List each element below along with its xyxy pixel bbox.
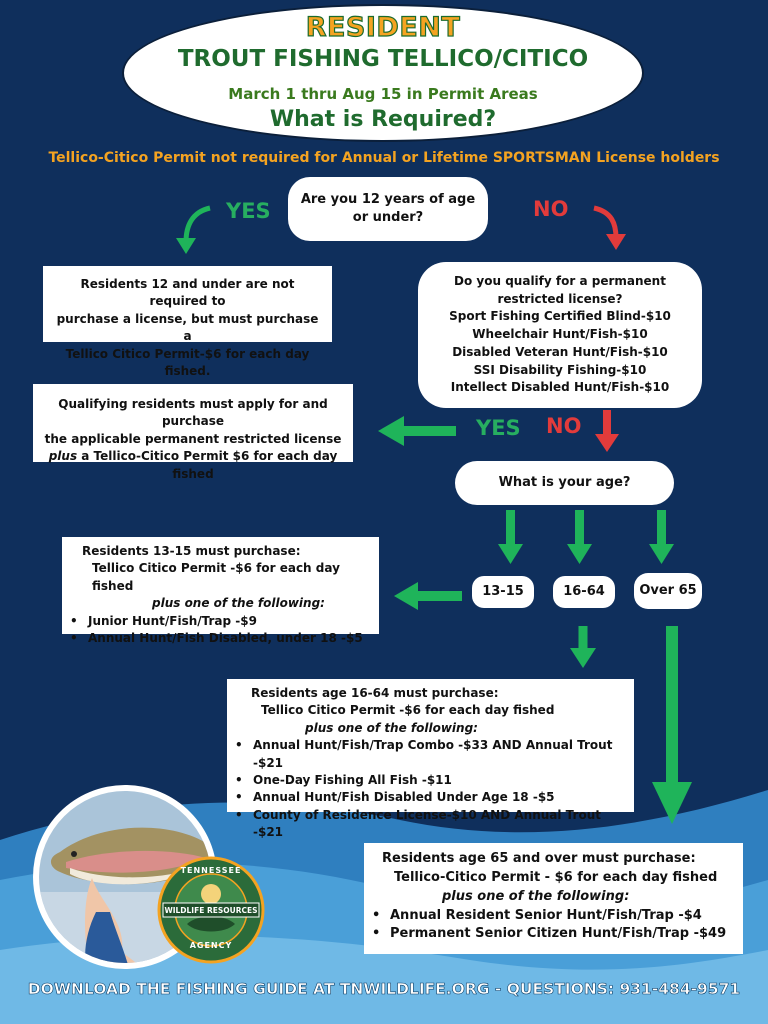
box-65-plus: plus one of the following: [442,888,630,904]
list-item: County of Residence License-$10 AND Annu… [231,807,630,842]
list-item: Annual Hunt/Fish/Trap Combo -$33 AND Ann… [231,737,630,772]
list-item: Permanent Senior Citizen Hunt/Fish/Trap … [368,925,739,944]
header-oval: RESIDENT TROUT FISHING TELLICO/CITICO Ma… [122,4,644,142]
yes-curved-arrow-icon [176,205,211,254]
list-item: Annual Hunt/Fish Disabled Under Age 18 -… [231,789,630,807]
restricted-item: Wheelchair Hunt/Fish-$10 [472,327,648,342]
qualifying-line2: the applicable permanent restricted lice… [44,431,342,446]
twra-logo-icon [157,856,265,964]
yes-left-arrow-icon [378,416,456,446]
box-16-64-list: Annual Hunt/Fish/Trap Combo -$33 AND Ann… [231,737,630,841]
yes-label-1: YES [226,199,271,223]
box-16-64-permit: Tellico Citico Permit -$6 for each day f… [261,703,555,718]
restricted-q-line2: restricted license? [497,291,623,306]
twra-logo-middle: WILDLIFE RESOURCES [164,906,258,915]
question-age: What is your age? [455,461,674,505]
header-required: What is Required? [269,107,497,132]
question-age-12-line2: or under? [352,210,424,225]
header-dates: March 1 thru Aug 15 in Permit Areas [228,85,538,103]
list-item: Annual Resident Senior Hunt/Fish/Trap -$… [368,907,739,926]
twra-logo-top: TENNESSEE [180,866,242,875]
qualifying-box: Qualifying residents must apply for and … [33,384,353,481]
header-resident: RESIDENT [305,11,461,43]
yes-label-2: YES [476,416,521,440]
box-13-15-list: Junior Hunt/Fish/Trap -$9 Annual Hunt/Fi… [66,613,375,648]
age-13-15-left-arrow-icon [394,582,462,610]
restricted-q-line1: Do you qualify for a permanent [454,273,666,288]
age-13-15-box: Residents 13-15 must purchase: Tellico C… [62,537,379,648]
qualifying-plus: plus [48,449,78,464]
footer-download: DOWNLOAD THE FISHING GUIDE AT TNWILDLIFE… [27,980,741,999]
age-16-64-down-arrow-icon [570,626,596,668]
box-13-15-title: Residents 13-15 must purchase: [82,544,301,558]
over-65-down-arrow-icon [652,626,692,824]
no-down-arrow-icon [595,410,619,452]
restricted-item: Sport Fishing Certified Blind-$10 [449,309,671,324]
box-65-list: Annual Resident Senior Hunt/Fish/Trap -$… [368,907,739,945]
under-12-line1: Residents 12 and under are not required … [80,277,295,309]
restricted-item: Intellect Disabled Hunt/Fish-$10 [450,380,670,395]
under-12-box: Residents 12 and under are not required … [43,266,332,378]
age-down-arrows-icon [498,510,674,564]
under-12-line2: purchase a license, but must purchase a [56,311,319,344]
restricted-item: Disabled Veteran Hunt/Fish-$10 [452,344,668,359]
no-label-2: NO [546,414,582,438]
list-item: Annual Hunt/Fish Disabled, under 18 -$5 [66,630,375,648]
box-16-64-title: Residents age 16-64 must purchase: [251,686,499,700]
under-12-line3: Tellico Citico Permit-$6 for each day fi… [65,346,310,378]
box-65-permit: Tellico-Citico Permit - $6 for each day … [394,869,718,885]
question-age-12-line1: Are you 12 years of age [300,192,476,208]
box-65-title: Residents age 65 and over must purchase: [382,851,696,866]
age-over-65-box: Residents age 65 and over must purchase:… [364,843,743,954]
sportsman-note: Tellico-Citico Permit not required for A… [48,150,720,166]
no-label-1: NO [533,197,569,221]
qualifying-line3-rest: a Tellico-Citico Permit $6 for each day … [77,449,338,481]
qualifying-line1: Qualifying residents must apply for and … [58,397,328,429]
no-curved-arrow-icon [593,205,626,250]
box-13-15-permit: Tellico Citico Permit -$6 for each day f… [92,561,340,593]
age-13-15: 13-15 [472,576,534,608]
list-item: Junior Hunt/Fish/Trap -$9 [66,613,375,631]
age-over-65: Over 65 [634,573,702,609]
list-item: One-Day Fishing All Fish -$11 [231,772,630,790]
header-title: TROUT FISHING TELLICO/CITICO [177,46,589,72]
age-16-64: 16-64 [553,576,615,608]
question-age-12: Are you 12 years of age or under? [288,177,488,241]
age-16-64-box: Residents age 16-64 must purchase: Telli… [227,679,634,839]
restricted-item: SSI Disability Fishing-$10 [473,362,647,377]
twra-logo-bottom: AGENCY [189,941,233,950]
qualifying-line3: plus a Tellico-Citico Permit $6 for each… [39,448,347,483]
question-restricted-license: Do you qualify for a permanent restricte… [418,262,702,408]
box-16-64-plus: plus one of the following: [305,720,478,735]
box-13-15-plus: plus one of the following: [152,596,325,611]
